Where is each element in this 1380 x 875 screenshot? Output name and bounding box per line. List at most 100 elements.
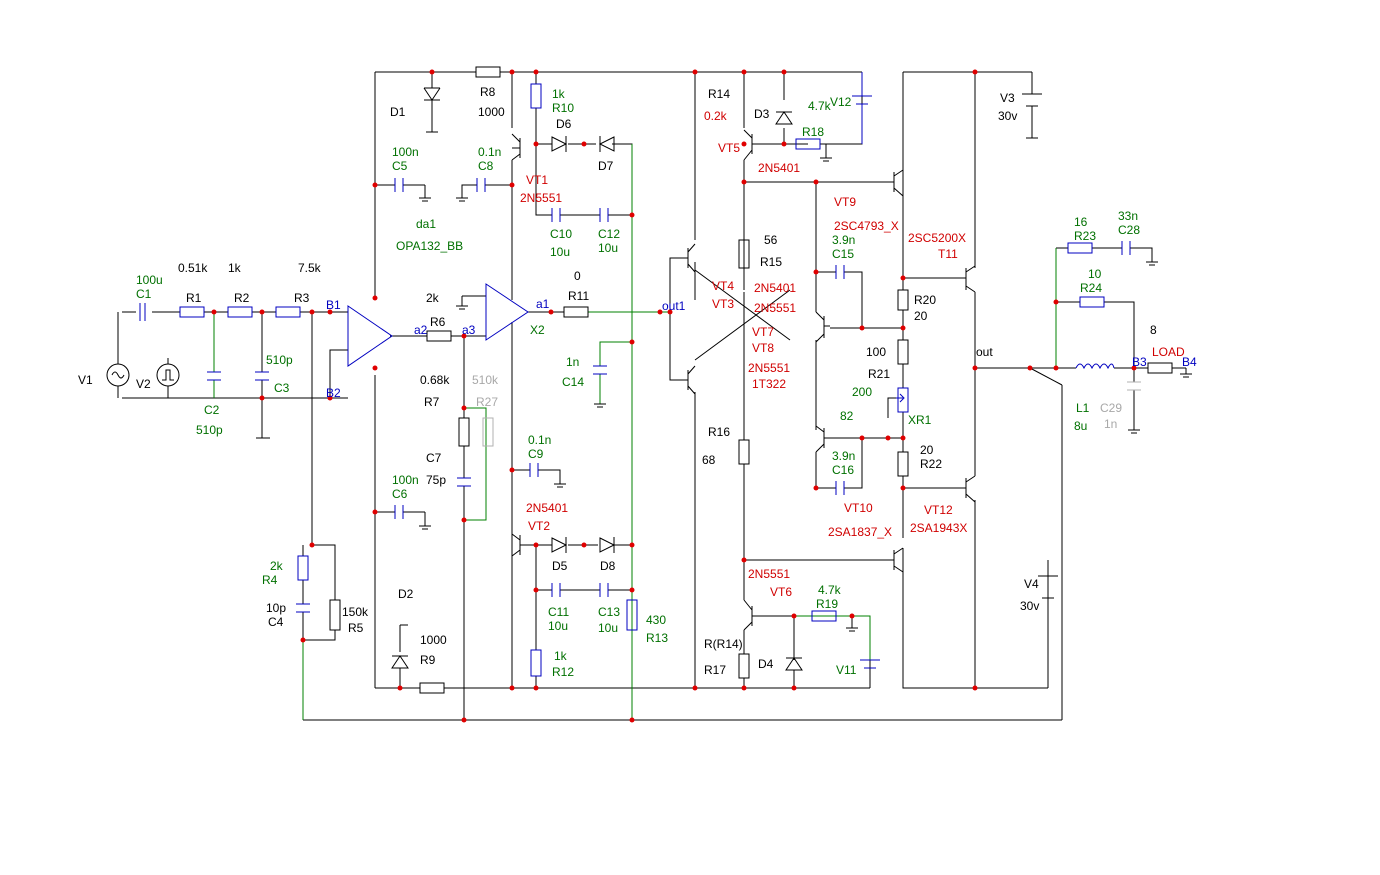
c12-label: C12	[598, 227, 620, 241]
c28-plates	[1121, 241, 1131, 255]
r7-label: R7	[424, 395, 440, 409]
c4-label: C4	[268, 615, 284, 629]
c11-label: C11	[548, 605, 569, 619]
da1-label: da1	[416, 217, 436, 231]
c6-plates	[394, 505, 404, 519]
c29-value: 1n	[1104, 417, 1117, 431]
r6-body	[426, 330, 452, 342]
c6-value: 100n	[392, 473, 419, 487]
vt7-label: VT7	[752, 325, 774, 339]
r14-label: R14	[708, 87, 730, 101]
r6-value: 2k	[426, 291, 440, 305]
node-a3: a3	[462, 323, 476, 337]
r17-body	[738, 653, 750, 679]
r9-label: R9	[420, 653, 436, 667]
d6-label: D6	[556, 117, 572, 131]
r10-label: R10	[552, 101, 574, 115]
v12-label: V12	[830, 95, 852, 109]
r22-value: 20	[920, 443, 934, 457]
r11-label: R11	[568, 289, 589, 303]
c12-plates	[599, 208, 609, 222]
r24-body	[1079, 296, 1105, 308]
c14-label: C14	[562, 375, 584, 389]
c2-label: C2	[204, 403, 220, 417]
r3-body	[275, 306, 301, 318]
r18-body	[795, 138, 821, 150]
r21-value-1: 100	[866, 345, 886, 359]
r19-value: 4.7k	[818, 583, 842, 597]
r3-value: 7.5k	[298, 261, 322, 275]
v4-value: 30v	[1020, 599, 1039, 613]
r5-label: R5	[348, 621, 364, 635]
t11-type: 2SC5200X	[908, 231, 966, 245]
r13-body	[626, 599, 638, 631]
c1-value: 100u	[136, 273, 163, 287]
c3-plates	[255, 371, 269, 381]
r27-value: 510k	[472, 373, 499, 387]
v4-symbol	[1038, 575, 1058, 599]
opamp-model: OPA132_BB	[396, 239, 463, 253]
load-body	[1147, 362, 1173, 374]
c10-value: 10u	[550, 245, 570, 259]
c29-plates	[1127, 381, 1141, 391]
v11-symbol	[860, 659, 880, 669]
r10-value: 1k	[552, 87, 566, 101]
d7-label: D7	[598, 159, 614, 173]
c11-value: 10u	[548, 619, 568, 633]
r5-value: 150k	[342, 605, 369, 619]
c1-plates	[139, 303, 146, 321]
r22-label: R22	[920, 457, 942, 471]
r16-body	[738, 439, 750, 465]
c3-label: C3	[274, 381, 290, 395]
r4-body	[297, 555, 309, 581]
vt9-label: VT9	[834, 195, 856, 209]
r23-body	[1067, 242, 1093, 254]
c8-value: 0.1n	[478, 145, 501, 159]
r16-value: 68	[702, 453, 716, 467]
vt3-label: VT3	[712, 297, 734, 311]
r22-body	[897, 451, 909, 477]
r11-body	[563, 306, 589, 318]
c14-value: 1n	[566, 355, 579, 369]
r8-body	[475, 66, 501, 78]
d2-label: D2	[398, 587, 414, 601]
node-b2: B2	[326, 386, 341, 400]
labels: 100u C1 0.51k 1k 7.5k R1 R2 R3 510p C3 C…	[78, 85, 1197, 679]
l1-coil	[1075, 363, 1115, 370]
c13-value: 10u	[598, 621, 618, 635]
c10-label: C10	[550, 227, 572, 241]
vt7-type: 2N5551	[748, 361, 790, 375]
xr1-value: 82	[840, 409, 854, 423]
c16-plates	[835, 481, 845, 495]
c12-value: 10u	[598, 241, 618, 255]
x2-label: X2	[530, 323, 545, 337]
vt2-label: VT2	[528, 519, 550, 533]
c16-label: C16	[832, 463, 854, 477]
r7-body	[458, 417, 470, 447]
c8-label: C8	[478, 159, 494, 173]
vt5-type: 2N5401	[758, 161, 800, 175]
vt6-type: 2N5551	[748, 567, 790, 581]
d8-label: D8	[600, 559, 616, 573]
c4-plates	[296, 603, 310, 613]
c16-value: 3.9n	[832, 449, 855, 463]
load-value: 8	[1150, 323, 1157, 337]
c5-plates	[394, 178, 404, 192]
load-label: LOAD	[1152, 345, 1185, 359]
v2-label: V2	[136, 377, 151, 391]
node-a1: a1	[536, 297, 550, 311]
c11-plates	[551, 583, 561, 597]
xr1-body	[897, 387, 909, 413]
d4-symbol	[785, 657, 803, 671]
r7-value: 0.68k	[420, 373, 450, 387]
c14-plates	[593, 365, 607, 375]
vt5-label: VT5	[718, 141, 740, 155]
d7-symbol	[598, 136, 615, 152]
d5-label: D5	[552, 559, 568, 573]
d6-symbol	[551, 136, 568, 152]
vt9-type: 2SC4793_X	[834, 219, 899, 233]
c13-label: C13	[598, 605, 620, 619]
r24-label: R24	[1080, 281, 1102, 295]
r21-body	[897, 339, 909, 365]
components	[106, 66, 1192, 694]
